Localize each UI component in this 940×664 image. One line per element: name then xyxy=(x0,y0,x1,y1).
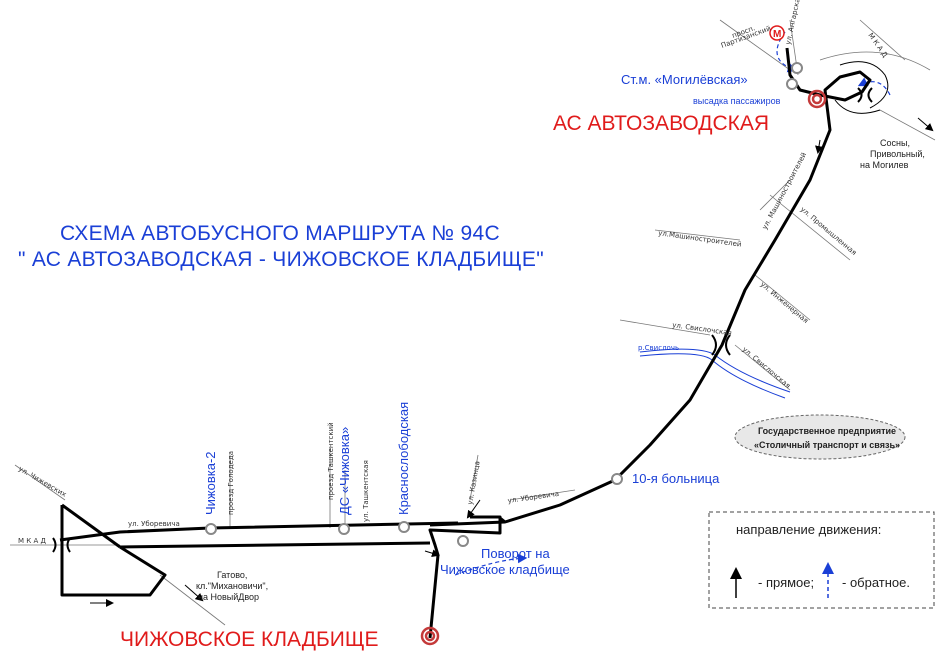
stop-ds-chizhovka: ДС «Чижовка» xyxy=(337,427,352,515)
street-uborevicha-2: ул. Уборевича xyxy=(128,520,180,528)
legend-reverse: - обратное. xyxy=(842,575,910,590)
terminal-start: АС АВТОЗАВОДСКАЯ xyxy=(553,112,769,135)
stop-hospital: 10-я больница xyxy=(632,471,720,486)
title-line2: " АС АВТОЗАВОДСКАЯ - ЧИЖОВСКОЕ КЛАДБИЩЕ" xyxy=(18,248,544,271)
street-svisloch-1: ул. Свислочская xyxy=(672,321,732,337)
street-tashkentsky-pr: проезд Ташкентский xyxy=(327,422,335,500)
terminal-markers xyxy=(420,89,827,646)
dir-east-1: Сосны, xyxy=(880,138,910,148)
title-line1: СХЕМА АВТОБУСНОГО МАРШРУТА № 94С xyxy=(60,222,500,245)
street-mashinostroiteley-1: ул. Машиностроителей xyxy=(761,151,809,231)
street-golodeda: проезд Голодеда xyxy=(227,451,235,515)
metro-icon xyxy=(769,25,785,41)
mkad-interchange xyxy=(834,61,889,114)
enterprise-badge: Государственное предприятие «Столичный т… xyxy=(734,414,906,460)
direction-arrows xyxy=(90,117,934,607)
legend-heading: направление движения: xyxy=(736,522,881,537)
enterprise-line2: «Столичный транспорт и связь» xyxy=(754,440,900,450)
stop-krasnoslobodskaya: Краснослободская xyxy=(396,402,411,515)
street-mashinostroiteley-2: ул.Машиностроителей xyxy=(658,229,742,249)
stop-chizhovka2: Чижовка-2 xyxy=(203,451,218,515)
street-kazinca: ул. Казинца xyxy=(466,460,482,505)
street-promyshlennaya: ул. Промышленная xyxy=(799,205,858,257)
street-uborevicha-1: ул. Уборевича xyxy=(507,490,559,505)
legend: направление движения: - прямое; - обратн… xyxy=(708,511,935,609)
street-inzhenernaya: ул. Инженерная xyxy=(759,280,810,325)
enterprise-line1: Государственное предприятие xyxy=(758,426,896,436)
dir-west-2: кл."Михановичи", xyxy=(196,581,268,591)
stop-markers xyxy=(205,62,803,547)
street-chizhevskikh: ул. Чижевских xyxy=(17,465,68,499)
stop-metro: Ст.м. «Могилёвская» xyxy=(621,72,748,87)
street-tashkentskaya: ул. Ташкентская xyxy=(362,460,370,522)
stop-turn-2: Чижовское кладбище xyxy=(440,562,570,577)
dir-west-1: Гатово, xyxy=(217,570,247,580)
metro-symbol: М xyxy=(773,29,781,40)
highway-markers xyxy=(52,87,873,553)
street-mkad-left: М К А Д xyxy=(18,537,46,545)
street-angarskaya: ул. Ангарская xyxy=(784,0,803,45)
legend-forward: - прямое; xyxy=(758,575,814,590)
dir-west-3: на НовыйДвор xyxy=(198,592,259,602)
street-svisloch-river: р.Свислочь xyxy=(638,344,679,352)
background-streets xyxy=(10,19,936,626)
dir-east-2: Привольный, xyxy=(870,149,925,159)
stop-turn-1: Поворот на xyxy=(481,546,550,561)
stop-dropoff: высадка пассажиров xyxy=(693,96,781,106)
terminal-end: ЧИЖОВСКОЕ КЛАДБИЩЕ xyxy=(120,628,379,651)
dir-east-3: на Могилев xyxy=(860,160,909,170)
